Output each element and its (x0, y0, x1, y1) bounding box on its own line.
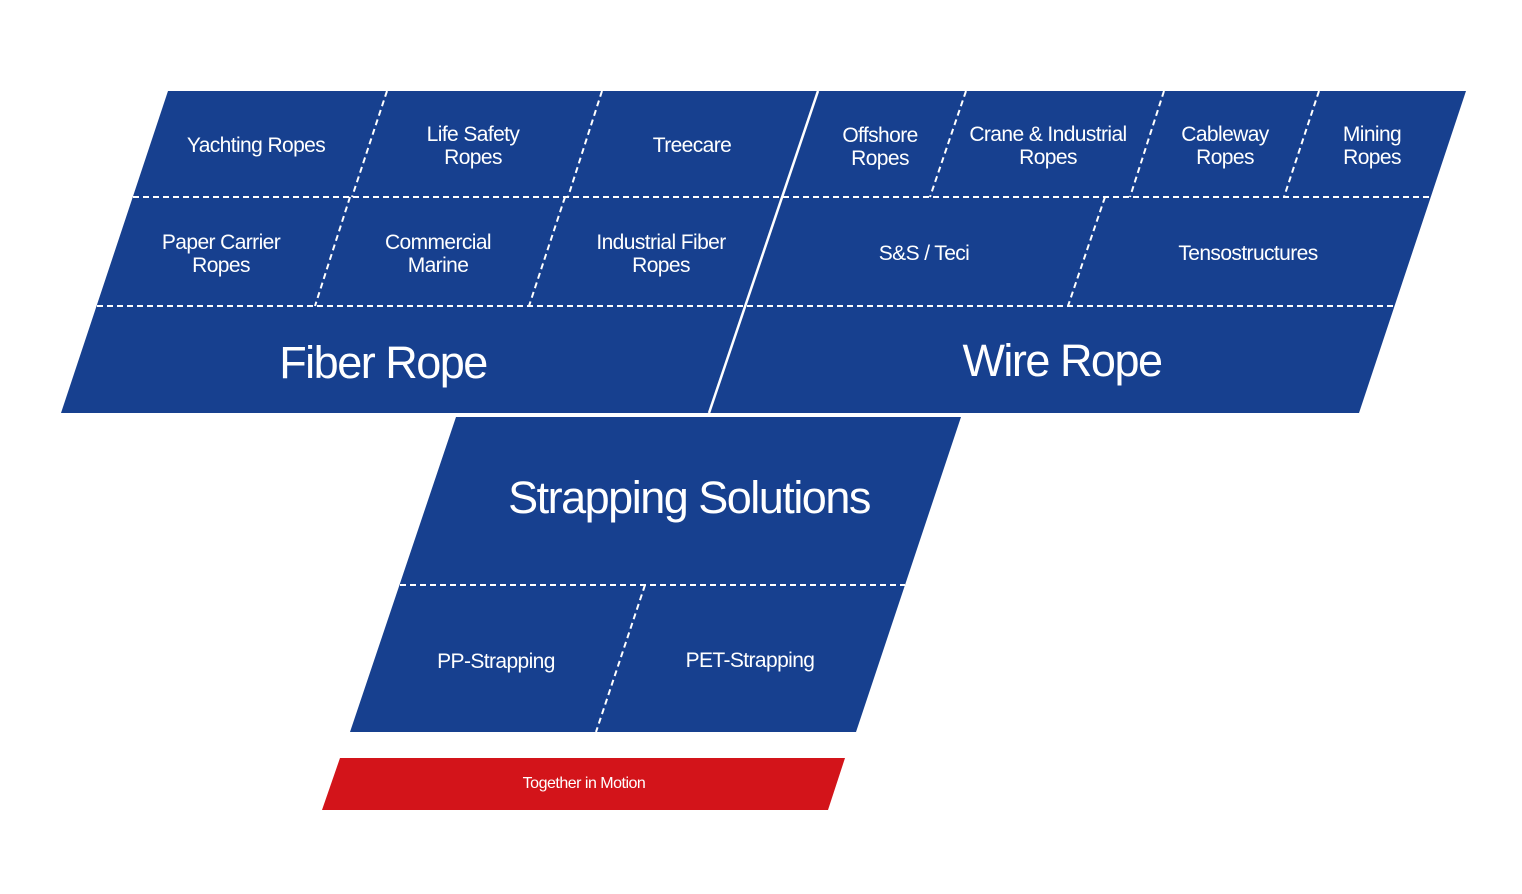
wire-item-tensostructures[interactable]: Tensostructures (1178, 242, 1318, 265)
wire-rope-title[interactable]: Wire Rope (962, 335, 1163, 386)
strapping-title[interactable]: Strapping Solutions (508, 472, 871, 523)
cell-divider (1067, 196, 1106, 307)
cell-divider (351, 90, 388, 198)
fiber-rope-title[interactable]: Fiber Rope (279, 337, 489, 388)
cell-divider (1129, 90, 1165, 198)
cell-divider (595, 584, 646, 733)
wire-item-ss-teci[interactable]: S&S / Teci (879, 242, 970, 265)
strapping-item-pp[interactable]: PP-Strapping (437, 650, 555, 673)
cell-divider (528, 196, 566, 307)
category-divider (707, 90, 820, 414)
cell-divider (929, 90, 967, 198)
strapping-block (350, 417, 961, 732)
tagline-banner (322, 758, 845, 810)
cell-divider (567, 90, 603, 198)
cell-divider (314, 196, 351, 307)
strapping-item-pet[interactable]: PET-Strapping (686, 649, 815, 672)
tagline-text: Together in Motion (523, 775, 646, 792)
fiber-item-yachting-ropes[interactable]: Yachting Ropes (187, 134, 326, 157)
fiber-item-treecare[interactable]: Treecare (653, 134, 732, 157)
cell-divider (1283, 90, 1320, 198)
